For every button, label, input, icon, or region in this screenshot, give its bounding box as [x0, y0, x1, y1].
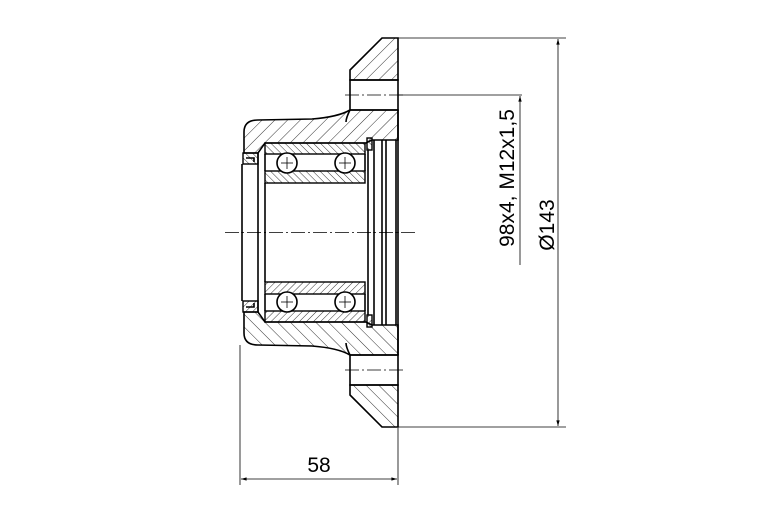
- width-dimension-label: 58: [307, 454, 330, 477]
- thread-label: 98x4, M12x1,5: [496, 109, 519, 247]
- diameter-label: Ø143: [536, 199, 559, 250]
